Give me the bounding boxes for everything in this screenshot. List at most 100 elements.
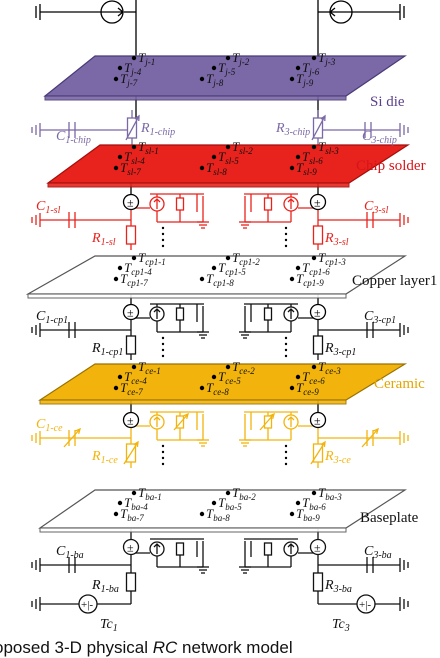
node-label-copper-9: Tcp1-9 [296, 271, 324, 288]
node-label-ceramic-2: Tce-2 [232, 359, 255, 376]
current-source-arrow-icon [287, 543, 295, 554]
node-label-solder-9: Tsl-9 [296, 160, 317, 177]
node-dot [199, 511, 205, 517]
heat-source-arrow-icon [328, 7, 352, 17]
node-label-baseplate-5: Tba-5 [218, 495, 242, 512]
plus-minus-symbol: ± [127, 306, 134, 320]
continuation-dot [161, 244, 165, 248]
node-label-copper-2: Tcp1-2 [232, 250, 260, 267]
node-label-ceramic-3: Tce-3 [318, 359, 341, 376]
node-label-copper-1: Tcp1-1 [138, 250, 166, 267]
node-dot [311, 490, 317, 496]
voltage-source-icon [309, 411, 327, 429]
plus-minus-symbol: ± [127, 541, 134, 555]
node-dot [113, 385, 119, 391]
node-label-copper-8: Tcp1-8 [206, 271, 234, 288]
node-label-baseplate-1: Tba-1 [138, 485, 162, 502]
node-label-solder-2: Tsl-2 [232, 139, 253, 156]
variable-arrow-icon [63, 428, 81, 448]
continuation-dot [284, 244, 288, 248]
continuation-dot [161, 354, 165, 358]
node-dot [289, 76, 295, 82]
continuation-dot [161, 348, 165, 352]
node-label-baseplate-3: Tba-3 [318, 485, 342, 502]
node-dot [117, 374, 123, 380]
resistor-icon [263, 307, 273, 321]
capacitor-label-c1-ba: C1-ba [56, 544, 84, 561]
continuation-dot [284, 450, 288, 454]
continuation-dot [284, 462, 288, 466]
variable-arrow-icon [134, 114, 140, 122]
continuation-dot [161, 462, 165, 466]
plus-minus-symbol: ± [314, 541, 321, 555]
node-dot [131, 55, 137, 61]
capacitor-label-ceramic-left: C1-ce [36, 417, 63, 434]
temperature-source-icon [356, 594, 376, 614]
node-label-si-6: Tj-6 [302, 60, 320, 77]
node-label-copper-6: Tcp1-6 [302, 260, 330, 277]
node-dot [311, 144, 317, 150]
node-label-ceramic-8: Tce-8 [206, 380, 229, 397]
node-dot [113, 76, 119, 82]
resistor-label-r3-ba: R3-ba [324, 578, 352, 595]
node-dot [113, 165, 119, 171]
node-dot [311, 364, 317, 370]
variable-arrow-icon [320, 114, 326, 122]
capacitor-label-copper-right: C3-cp1 [364, 309, 396, 326]
node-label-copper-5: Tcp1-5 [218, 260, 246, 277]
resistor-icon [263, 197, 273, 211]
current-source-arrow-icon [287, 308, 295, 319]
copper-layer-slab-edge [27, 293, 347, 299]
node-label-baseplate-2: Tba-2 [232, 485, 256, 502]
node-label-ceramic-7: Tce-7 [120, 380, 143, 397]
node-dot [211, 500, 217, 506]
capacitor-label-c3-ba: C3-ba [364, 544, 392, 561]
continuation-dot [161, 238, 165, 242]
node-dot [295, 500, 301, 506]
node-dot [211, 374, 217, 380]
node-label-solder-7: Tsl-7 [120, 160, 141, 177]
continuation-dot [161, 226, 165, 230]
resistor-label-solder-left: R1-sl [91, 231, 116, 248]
node-label-solder-3: Tsl-3 [318, 139, 339, 156]
continuation-dot [161, 444, 165, 448]
voltage-source-icon [309, 193, 327, 211]
current-source-arrow-icon [153, 543, 161, 554]
node-label-solder-4: Tsl-4 [124, 149, 145, 166]
resistor-icon [125, 572, 137, 592]
node-label-baseplate-6: Tba-6 [302, 495, 326, 512]
node-label-baseplate-8: Tba-8 [206, 506, 230, 523]
node-dot [225, 144, 231, 150]
node-label-solder-5: Tsl-5 [218, 149, 239, 166]
figure-caption: oposed 3-D physical RC network model [0, 638, 293, 657]
node-dot [289, 165, 295, 171]
node-dot [225, 490, 231, 496]
node-label-solder-6: Tsl-6 [302, 149, 323, 166]
temperature-source-icon [78, 594, 98, 614]
node-dot [295, 374, 301, 380]
continuation-dot [161, 450, 165, 454]
resistor-icon [263, 542, 273, 556]
layer-name-chip-solder: Chip solder [356, 158, 426, 174]
node-label-si-4: Tj-4 [124, 60, 142, 77]
node-label-si-2: Tj-2 [232, 50, 250, 67]
node-dot [117, 265, 123, 271]
node-dot [295, 265, 301, 271]
capacitor-label-solder-left: C1-sl [36, 199, 61, 216]
plus-minus-symbol: ± [314, 306, 321, 320]
node-label-si-9: Tj-9 [296, 71, 314, 88]
node-dot [199, 76, 205, 82]
plus-minus-symbol: ± [314, 414, 321, 428]
resistor-label-r1-chip: R1-chip [140, 121, 175, 138]
node-dot [289, 276, 295, 282]
voltage-source-icon [309, 538, 327, 556]
node-dot [113, 511, 119, 517]
plus-minus-symbol: ± [127, 414, 134, 428]
resistor-icon [263, 415, 273, 429]
variable-arrow-icon [269, 412, 275, 419]
resistor-label-copper-left: R1-cp1 [91, 341, 123, 358]
resistor-label-solder-right: R3-sl [324, 231, 349, 248]
node-dot [131, 255, 137, 261]
variable-arrow-icon [133, 440, 139, 448]
